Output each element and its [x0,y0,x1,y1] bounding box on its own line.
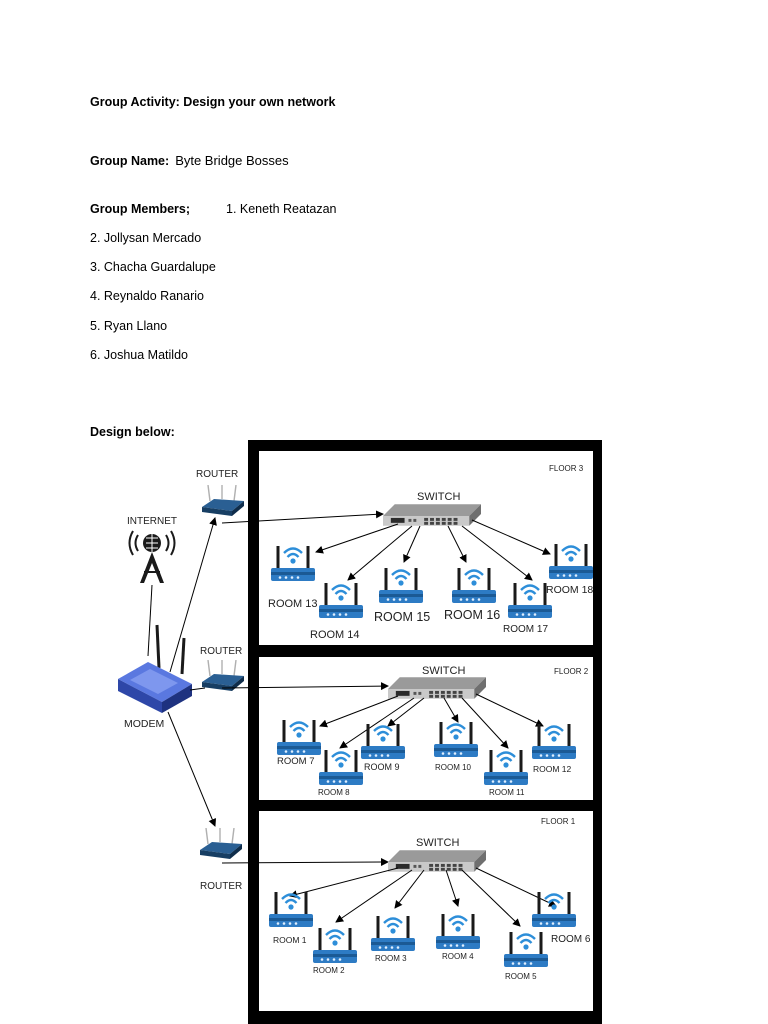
group-name-line: Group Name: Byte Bridge Bosses [90,153,289,168]
page-title: Group Activity: Design your own network [90,95,336,109]
group-members-label: Group Members; [90,202,191,216]
member-5: 5. Ryan Llano [90,319,168,333]
room9-label: ROOM 9 [364,762,400,772]
room2-label: ROOM 2 [313,966,345,975]
room11-label: ROOM 11 [489,788,525,797]
router-label-floor3: ROUTER [196,469,238,480]
room13-label: ROOM 13 [268,598,318,610]
member-2: 2. Jollysan Mercado [90,231,202,245]
room3-label: ROOM 3 [375,954,407,963]
room1-label: ROOM 1 [273,935,307,945]
switch-label-floor2: SWITCH [422,665,465,677]
internet-tower-icon [128,530,176,583]
router-icon-floor1 [199,828,242,860]
router-label-floor1: ROUTER [200,881,242,892]
switch-icon-floor3 [383,504,481,526]
member-4: 4. Reynaldo Ranario [90,289,204,303]
floor-3-label: FLOOR 3 [549,464,584,473]
member-3: 3. Chacha Guardalupe [90,260,216,274]
room17-label: ROOM 17 [503,624,548,635]
room16-label: ROOM 16 [444,608,500,622]
design-label: Design below: [90,425,175,439]
router-icon-floor3 [201,485,244,517]
room18-label: ROOM 18 [546,584,593,596]
network-diagram: FLOOR 3 FLOOR 2 FLOOR 1 INTERNET MODEM R… [118,440,602,1024]
floor-1-panel [259,811,593,1011]
member-6: 6. Joshua Matildo [90,348,188,362]
room14-label: ROOM 14 [310,629,360,641]
room6-label: ROOM 6 [551,934,591,945]
member-1: 1. Keneth Reatazan [226,202,337,216]
room10-label: ROOM 10 [435,763,472,772]
floor-2-label: FLOOR 2 [554,667,589,676]
modem-label: MODEM [124,718,164,730]
modem-icon [118,624,192,713]
room8-label: ROOM 8 [318,788,350,797]
room5-label: ROOM 5 [505,972,537,981]
switch-icon-floor2 [388,677,486,699]
room12-label: ROOM 12 [533,764,572,774]
room4-label: ROOM 4 [442,952,474,961]
switch-icon-floor1 [388,850,486,872]
group-name-label: Group Name: [90,154,170,168]
internet-label: INTERNET [127,516,177,527]
room15-label: ROOM 15 [374,610,430,624]
room7-label: ROOM 7 [277,756,314,767]
router-label-floor2: ROUTER [200,646,242,657]
switch-label-floor3: SWITCH [417,491,460,503]
group-name-value: Byte Bridge Bosses [175,153,289,168]
floor-1-label: FLOOR 1 [541,817,576,826]
switch-label-floor1: SWITCH [416,837,459,849]
router-icon-floor2 [201,660,244,692]
